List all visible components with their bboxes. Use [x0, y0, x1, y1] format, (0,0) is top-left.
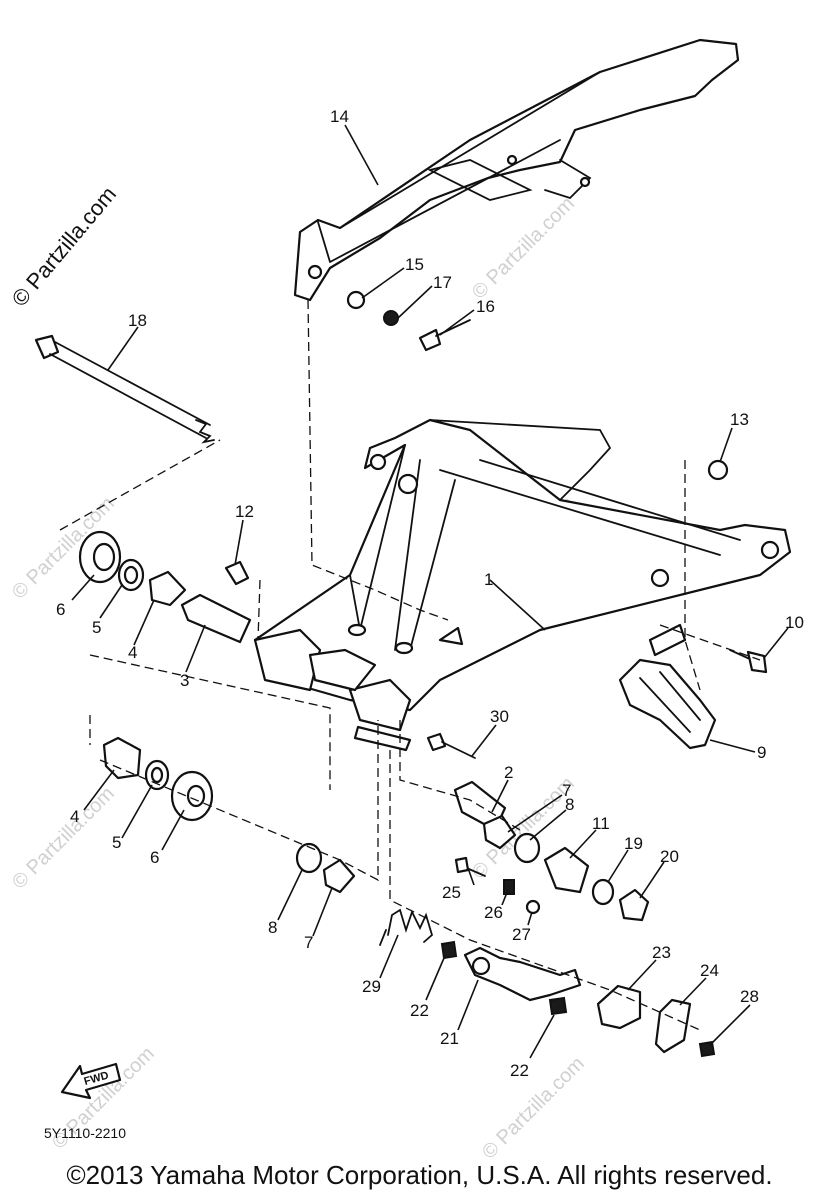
bolt-part-30 [426, 732, 476, 759]
small-hardware [454, 856, 541, 915]
lower-bearings [295, 842, 356, 894]
callout-7a: 7 [562, 781, 571, 800]
callout-22b: 22 [510, 1061, 529, 1080]
callout-12: 12 [235, 502, 254, 521]
nut-part-13 [707, 459, 729, 481]
callout-1: 1 [484, 570, 493, 589]
callout-28: 28 [740, 987, 759, 1006]
forward-arrow-icon: FWD [60, 1062, 122, 1100]
watermark-faded: © Partzilla.com [468, 193, 579, 304]
callout-10: 10 [785, 613, 804, 632]
left-bearing-stack [78, 530, 252, 644]
drawing-code: 5Y1110-2210 [44, 1125, 126, 1141]
callout-22a: 22 [410, 1001, 429, 1020]
watermark-faded: © Partzilla.com [478, 1053, 589, 1164]
swing-arm-part-1 [253, 418, 792, 752]
callout-5a: 5 [92, 618, 101, 637]
callout-6a: 6 [56, 600, 65, 619]
chain-case-part-14 [293, 38, 740, 302]
callout-8b: 8 [268, 918, 277, 937]
leader-lines [71, 124, 789, 1059]
pivot-shaft-part-18 [34, 334, 215, 444]
chain-case-hardware [346, 290, 471, 352]
callout-13: 13 [730, 410, 749, 429]
callout-4a: 4 [128, 643, 137, 662]
callout-17: 17 [433, 273, 452, 292]
watermark-faded: © Partzilla.com [8, 783, 119, 894]
bracket-part-12 [224, 560, 250, 586]
bolt-part-10 [729, 649, 768, 674]
callout-27: 27 [512, 925, 531, 944]
callout-29: 29 [362, 977, 381, 996]
lower-left-bearing-stack [102, 736, 214, 822]
callout-3: 3 [180, 671, 189, 690]
callout-14: 14 [330, 107, 349, 126]
callout-19: 19 [624, 834, 643, 853]
chain-guide-part-9 [618, 658, 717, 750]
callout-4b: 4 [70, 807, 79, 826]
callout-7b: 7 [304, 933, 313, 952]
callout-11: 11 [592, 814, 610, 833]
callout-16: 16 [476, 297, 495, 316]
watermark-main: © Partzilla.com [7, 182, 121, 312]
callout-15: 15 [405, 255, 424, 274]
callout-25: 25 [442, 883, 461, 902]
callout-5b: 5 [112, 833, 121, 852]
callout-18: 18 [128, 311, 147, 330]
callout-30: 30 [490, 707, 509, 726]
callout-2: 2 [504, 763, 513, 782]
callout-24: 24 [700, 961, 719, 980]
copyright-notice: ©2013 Yamaha Motor Corporation, U.S.A. A… [66, 1160, 773, 1190]
callout-23: 23 [652, 943, 671, 962]
spring-part-29 [379, 908, 434, 946]
callout-8a: 8 [565, 795, 574, 814]
callout-21: 21 [440, 1029, 459, 1048]
callout-26: 26 [484, 903, 503, 922]
lever-assembly [440, 940, 716, 1058]
callout-9: 9 [757, 743, 766, 762]
callout-labels: 14 15 17 16 18 13 12 1 6 5 4 3 10 9 30 2… [56, 107, 804, 1080]
callout-6b: 6 [150, 848, 159, 867]
alignment-lines [59, 299, 761, 1031]
callout-20: 20 [660, 847, 679, 866]
